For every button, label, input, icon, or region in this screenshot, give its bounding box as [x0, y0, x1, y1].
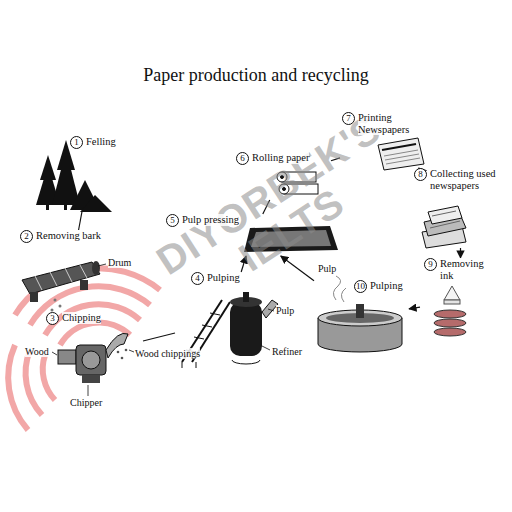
- step-heading: 4Pulping: [191, 272, 278, 285]
- process-step: 10Pulping: [314, 280, 409, 352]
- callout-number: 2: [20, 230, 33, 243]
- callout-number: 8: [414, 168, 427, 181]
- flow-connector: [281, 256, 314, 281]
- process-step: 3Chipping: [40, 312, 143, 396]
- step-label: Felling: [86, 136, 116, 148]
- step-heading: 1Felling: [70, 136, 148, 149]
- step-heading: 8Collecting used newspapers: [414, 168, 509, 191]
- step-heading: 7Printing Newspapers: [342, 112, 443, 135]
- flow-connector: [460, 248, 461, 258]
- step-heading: 2Removing bark: [20, 230, 128, 243]
- step-label: Removing bark: [36, 230, 101, 242]
- debarking-drum: [22, 261, 106, 312]
- step-heading: 10Pulping: [354, 280, 409, 293]
- pulping-vat: [318, 276, 402, 352]
- callout-number: 9: [424, 258, 437, 271]
- process-step: 8Collecting used newspapers: [412, 168, 509, 248]
- part-label: Refiner: [272, 346, 302, 357]
- part-label: Wood: [25, 346, 49, 357]
- step-label: Collecting used newspapers: [430, 168, 506, 191]
- flow-connector: [143, 333, 175, 341]
- callout-number: 4: [191, 272, 204, 285]
- chipper-machine: [52, 333, 134, 396]
- step-heading: 5Pulp pressing: [166, 214, 343, 227]
- process-step: 5Pulp pressing: [162, 214, 343, 256]
- part-label: Chipper: [70, 397, 102, 408]
- diagram-title: Paper production and recycling: [0, 65, 512, 86]
- part-label: Pulp: [276, 305, 294, 316]
- process-step: 9Removing ink: [420, 258, 501, 344]
- part-label: Wood chippings: [135, 348, 200, 359]
- callout-number: 1: [70, 136, 83, 149]
- step-label: Pulping: [207, 272, 240, 284]
- step-label: Pulp pressing: [182, 214, 239, 226]
- process-step: 7Printing Newspapers: [340, 112, 443, 172]
- process-step: 6Rolling paper: [232, 152, 331, 200]
- trees: [36, 140, 112, 212]
- step-heading: 3Chipping: [46, 312, 143, 325]
- step-label: Pulping: [370, 280, 403, 292]
- process-step: 2Removing bark: [15, 230, 128, 306]
- callout-number: 7: [342, 112, 355, 125]
- step-heading: 6Rolling paper: [236, 152, 331, 165]
- process-step: 1Felling: [30, 136, 148, 212]
- ink-removal: [434, 286, 466, 336]
- step-label: Printing Newspapers: [358, 112, 433, 135]
- flow-connector: [409, 307, 420, 309]
- callout-number: 10: [354, 280, 367, 293]
- step-heading: 9Removing ink: [424, 258, 501, 281]
- step-label: Rolling paper: [252, 152, 309, 164]
- part-label: Drum: [108, 257, 131, 268]
- step-label: Chipping: [62, 312, 101, 324]
- callout-number: 5: [166, 214, 179, 227]
- newspaper-pile: [422, 206, 466, 248]
- callout-number: 6: [236, 152, 249, 165]
- callout-number: 3: [46, 312, 59, 325]
- part-label: Pulp: [318, 263, 336, 274]
- step-label: Removing ink: [440, 258, 484, 281]
- flow-connector: [79, 212, 82, 230]
